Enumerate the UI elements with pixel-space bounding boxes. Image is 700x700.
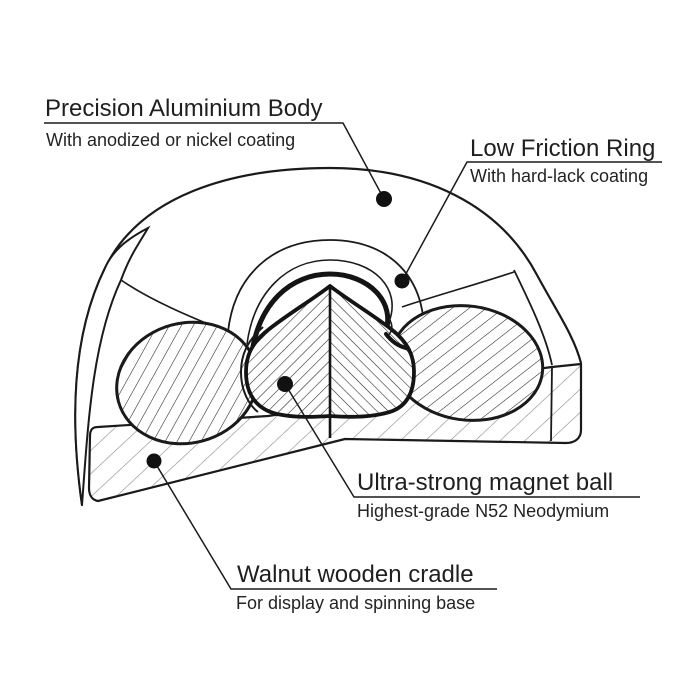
ring-seat-inner-arc [246,259,393,345]
cradle-end-edge [550,366,553,442]
callout-friction-ring: Low Friction Ring [470,136,655,162]
leader-line-wooden-cradle [153,460,497,590]
callout-magnet-ball: Ultra-strong magnet ball [357,470,613,496]
dome-wall-left [74,225,151,506]
callout-subtitle: For display and spinning base [236,593,476,613]
callout-friction-ring-subtitle: With hard-lack coating [470,166,648,186]
marker-dot-wooden-cradle [146,453,162,469]
ring-seat-outer-arc [227,239,425,346]
callout-magnet-ball-subtitle: Highest-grade N52 Neodymium [357,501,609,521]
ring-end-left [239,326,264,413]
callout-title: Precision Aluminium Body [45,95,323,122]
callout-subtitle: Highest-grade N52 Neodymium [357,501,610,521]
bowl-rim-right [401,271,515,308]
callout-title: Walnut wooden cradle [237,561,474,588]
ring-end-right-notch-thin [387,317,393,337]
marker-dot-friction-ring [394,273,410,289]
marker-dot-aluminium-body [376,191,392,207]
callout-aluminium-body-subtitle: With anodized or nickel coating [46,130,295,150]
callout-marker-dots [146,191,410,469]
callout-title: Ultra-strong magnet ball [357,469,614,496]
callout-subtitle: With anodized or nickel coating [46,130,296,150]
callout-wooden-cradle-subtitle: For display and spinning base [236,593,475,613]
leader-line-aluminium-body [44,122,385,200]
callout-leaders [44,122,662,590]
ring-end-right-notch [384,332,408,350]
dome-wall-inner-right [513,269,553,366]
leader-line-friction-ring [401,161,662,282]
callout-wooden-cradle: Walnut wooden cradle [237,562,474,588]
callout-title: Low Friction Ring [470,135,656,162]
callout-aluminium-body: Precision Aluminium Body [45,96,322,122]
callout-subtitle: With hard-lack coating [470,166,649,186]
leader-line-magnet-ball [284,383,640,498]
marker-dot-magnet-ball [277,376,293,392]
friction-ring-band [248,271,391,363]
